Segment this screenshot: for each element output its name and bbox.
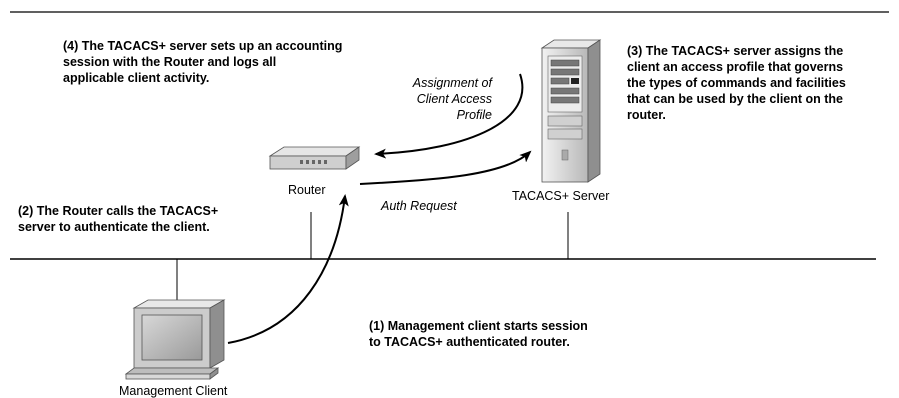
step3-line: the types of commands and facilities bbox=[627, 76, 846, 90]
step3-line: (3) The TACACS+ server assigns the bbox=[627, 44, 844, 58]
step3-text: (3) The TACACS+ server assigns the clien… bbox=[627, 43, 846, 123]
step2-line: server to authenticate the client. bbox=[18, 220, 210, 234]
step3-line: router. bbox=[627, 108, 666, 122]
step4-text: (4) The TACACS+ server sets up an accoun… bbox=[63, 38, 342, 86]
management-client-icon bbox=[124, 299, 226, 380]
server-tower-icon bbox=[540, 39, 602, 183]
router-icon bbox=[268, 146, 361, 170]
step2-line: (2) The Router calls the TACACS+ bbox=[18, 204, 219, 218]
step4-line: applicable client activity. bbox=[63, 71, 210, 85]
assignment-label-line: Assignment of bbox=[412, 76, 492, 90]
assignment-label-line: Client Access bbox=[416, 92, 492, 106]
step2-text: (2) The Router calls the TACACS+ server … bbox=[18, 203, 218, 235]
client-label: Management Client bbox=[119, 384, 228, 398]
assignment-label-line: Profile bbox=[456, 108, 492, 122]
step4-line: session with the Router and logs all bbox=[63, 55, 277, 69]
profile-assignment-arrow bbox=[374, 73, 524, 159]
step3-line: that can be used by the client on the bbox=[627, 92, 844, 106]
step4-line: (4) The TACACS+ server sets up an accoun… bbox=[63, 39, 343, 53]
step3-line: client an access profile that governs bbox=[627, 60, 844, 74]
step1-line: to TACACS+ authenticated router. bbox=[369, 335, 570, 349]
auth-request-label: Auth Request bbox=[381, 199, 457, 213]
router-label: Router bbox=[288, 183, 326, 197]
step1-text: (1) Management client starts session to … bbox=[369, 318, 588, 350]
step1-line: (1) Management client starts session bbox=[369, 319, 588, 333]
assignment-label: Assignment of Client Access Profile bbox=[370, 75, 492, 123]
auth-request-arrow bbox=[359, 150, 532, 185]
server-label: TACACS+ Server bbox=[512, 189, 610, 203]
client-to-router-arrow bbox=[227, 194, 349, 344]
